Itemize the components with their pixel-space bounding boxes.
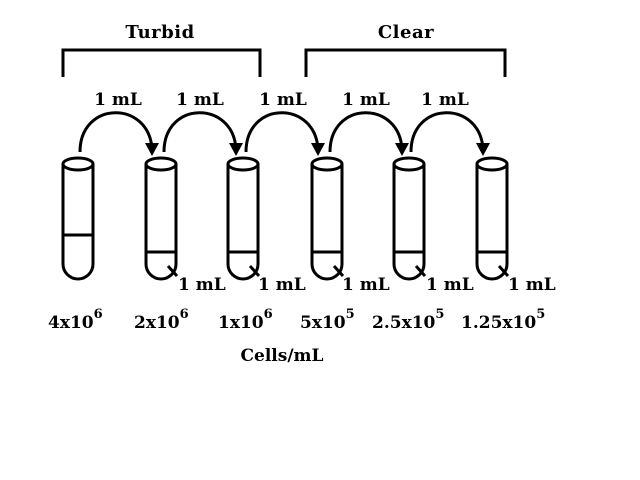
removal-tick — [497, 264, 510, 278]
arrowhead-icon — [311, 143, 325, 156]
concentration-label: 2x106 — [134, 307, 189, 333]
removal-markers: 1 mL 1 mL 1 mL 1 mL 1 mL — [166, 264, 556, 295]
arrowhead-icon — [476, 143, 490, 156]
arrowhead-icon — [395, 143, 409, 156]
transfer-arrow — [78, 111, 154, 153]
transfer-arrows — [78, 111, 490, 156]
removal-label: 1 mL — [508, 275, 556, 295]
concentration-label: 5x105 — [300, 307, 355, 333]
transfer-arrow — [162, 111, 238, 153]
clear-bracket: Clear — [304, 22, 507, 77]
transfer-label: 1 mL — [176, 90, 224, 110]
clear-bracket-line — [304, 48, 507, 77]
arrowhead-icon — [145, 143, 159, 156]
removal-tick — [166, 264, 179, 278]
group-label-turbid: Turbid — [125, 22, 194, 43]
removal-label: 1 mL — [342, 275, 390, 295]
tube-rim — [226, 156, 260, 172]
removal-label: 1 mL — [178, 275, 226, 295]
transfer-label: 1 mL — [259, 90, 307, 110]
turbid-bracket-line — [61, 48, 262, 77]
arrowhead-icon — [229, 143, 243, 156]
transfer-arrow — [244, 111, 320, 153]
tube-rim — [144, 156, 178, 172]
concentration-labels: 4x106 2x106 1x106 5x105 2.5x105 1.25x105 — [48, 307, 545, 333]
tube-body — [226, 164, 260, 281]
tube-rim — [310, 156, 344, 172]
tube-body — [310, 164, 344, 281]
tube-rim — [475, 156, 509, 172]
tube-rim — [61, 156, 95, 172]
tube-5 — [392, 156, 426, 281]
turbid-bracket: Turbid — [61, 22, 262, 77]
transfer-label: 1 mL — [94, 90, 142, 110]
tube-body — [61, 164, 95, 281]
removal-label: 1 mL — [258, 275, 306, 295]
concentration-label: 4x106 — [48, 307, 103, 333]
concentration-label: 2.5x105 — [372, 307, 444, 333]
tube-body — [144, 164, 178, 281]
tube-4 — [310, 156, 344, 281]
transfer-label: 1 mL — [342, 90, 390, 110]
unit-label: Cells/mL — [241, 346, 324, 366]
tube-body — [392, 164, 426, 281]
tube-6 — [475, 156, 509, 281]
tube-2 — [144, 156, 178, 281]
transfer-arrow — [328, 111, 404, 153]
removal-tick — [414, 264, 427, 278]
transfer-labels: 1 mL 1 mL 1 mL 1 mL 1 mL — [94, 90, 469, 110]
tube-3 — [226, 156, 260, 281]
transfer-label: 1 mL — [421, 90, 469, 110]
group-label-clear: Clear — [378, 22, 434, 43]
removal-tick — [248, 264, 261, 278]
tube-1 — [61, 156, 95, 281]
tube-rim — [392, 156, 426, 172]
concentration-label: 1.25x105 — [461, 307, 545, 333]
transfer-arrow — [409, 111, 485, 153]
tube-body — [475, 164, 509, 281]
removal-label: 1 mL — [426, 275, 474, 295]
removal-tick — [332, 264, 345, 278]
concentration-label: 1x106 — [218, 307, 273, 333]
